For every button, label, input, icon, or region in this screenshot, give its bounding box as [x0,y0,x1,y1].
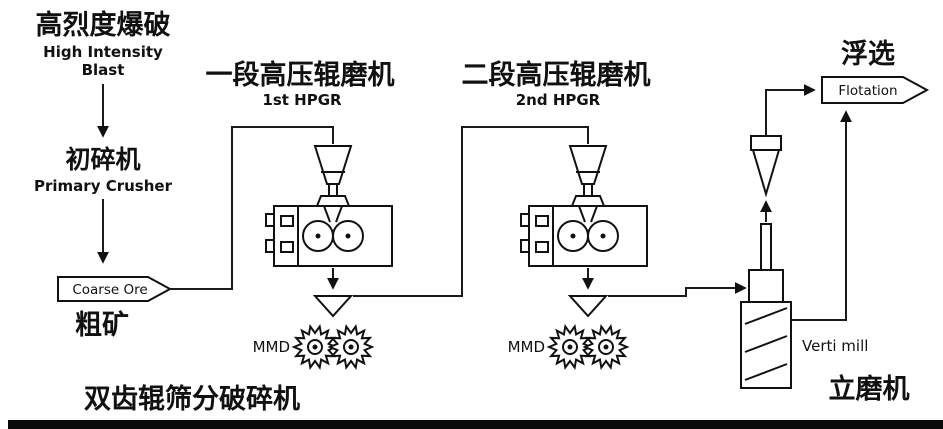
cyclone-to-flotation-line [765,84,816,136]
primary-crusher-label-cn: 初碎机 [65,145,140,174]
mmd2-to-vertimill-line [608,282,747,297]
hpgr1-machine-icon [266,146,392,316]
hpgr2-label-cn: 二段高压辊磨机 [462,59,651,91]
mmd2-sizer-icon [546,324,630,370]
flotation-label: Flotation [838,83,897,99]
coarse-ore-shape [57,276,173,302]
vertimill-label-cn: 立磨机 [829,373,910,405]
coarse-ore-label-cn: 粗矿 [75,309,129,341]
hpgr2-label-en: 2nd HPGR [516,91,601,109]
hpgr2-machine-icon [521,146,647,316]
coarse-ore-to-hpgr1-line [170,126,334,290]
mmd1-label: MMD [253,338,290,356]
sizer-label-cn: 双齿辊筛分破碎机 [84,383,300,415]
mmd2-label: MMD [508,338,545,356]
vertimill-label-en: Verti mill [802,337,868,355]
blast-label-en-line1: High Intensity [43,43,163,61]
mmd1-to-hpgr2-line [353,126,589,297]
primary-crusher-label-en: Primary Crusher [34,177,173,195]
flotation-label-cn: 浮选 [841,39,895,70]
cyclone-icon [750,135,782,198]
hpgr1-label-en: 1st HPGR [262,91,342,109]
blast-label-cn: 高烈度爆破 [36,9,171,41]
vertimill-icon [740,223,792,389]
flotation-shape [821,76,930,104]
blast-label-en-line2: Blast [82,61,125,79]
mmd1-sizer-icon [291,324,375,370]
bottom-bar [8,420,943,429]
hpgr1-label-cn: 一段高压辊磨机 [206,59,395,91]
coarse-ore-label: Coarse Ore [72,282,147,298]
vertimill-overflow-line [791,110,852,321]
